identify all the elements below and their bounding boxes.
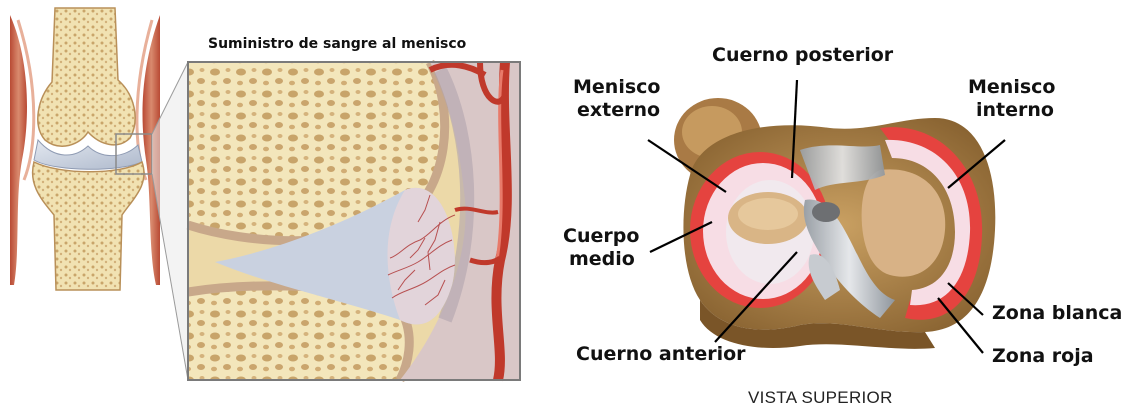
label-menisco-interno-line1: Menisco xyxy=(968,76,1055,99)
label-menisco-externo-line2: externo xyxy=(577,99,660,122)
label-menisco-externo-line1: Menisco xyxy=(573,76,660,99)
label-cuerno-anterior: Cuerno anterior xyxy=(576,343,746,366)
blood-supply-inset xyxy=(188,62,520,380)
label-cuerno-posterior: Cuerno posterior xyxy=(712,44,893,67)
label-cuerpo-medio-line2: medio xyxy=(569,248,639,271)
label-zona-blanca: Zona blanca xyxy=(992,302,1122,325)
label-cuerpo-medio-line1: Cuerpo xyxy=(563,225,639,248)
knee-joint-illustration xyxy=(10,8,160,290)
view-caption: VISTA SUPERIOR xyxy=(748,388,893,408)
label-menisco-interno-line2: interno xyxy=(976,99,1055,122)
label-zona-roja: Zona roja xyxy=(992,345,1094,368)
inset-title: Suministro de sangre al menisco xyxy=(208,36,466,52)
tibial-plateau-top-view xyxy=(674,98,995,349)
label-menisco-interno: Menisco interno xyxy=(968,76,1055,122)
label-menisco-externo: Menisco externo xyxy=(573,76,660,122)
label-cuerpo-medio: Cuerpo medio xyxy=(563,225,639,271)
